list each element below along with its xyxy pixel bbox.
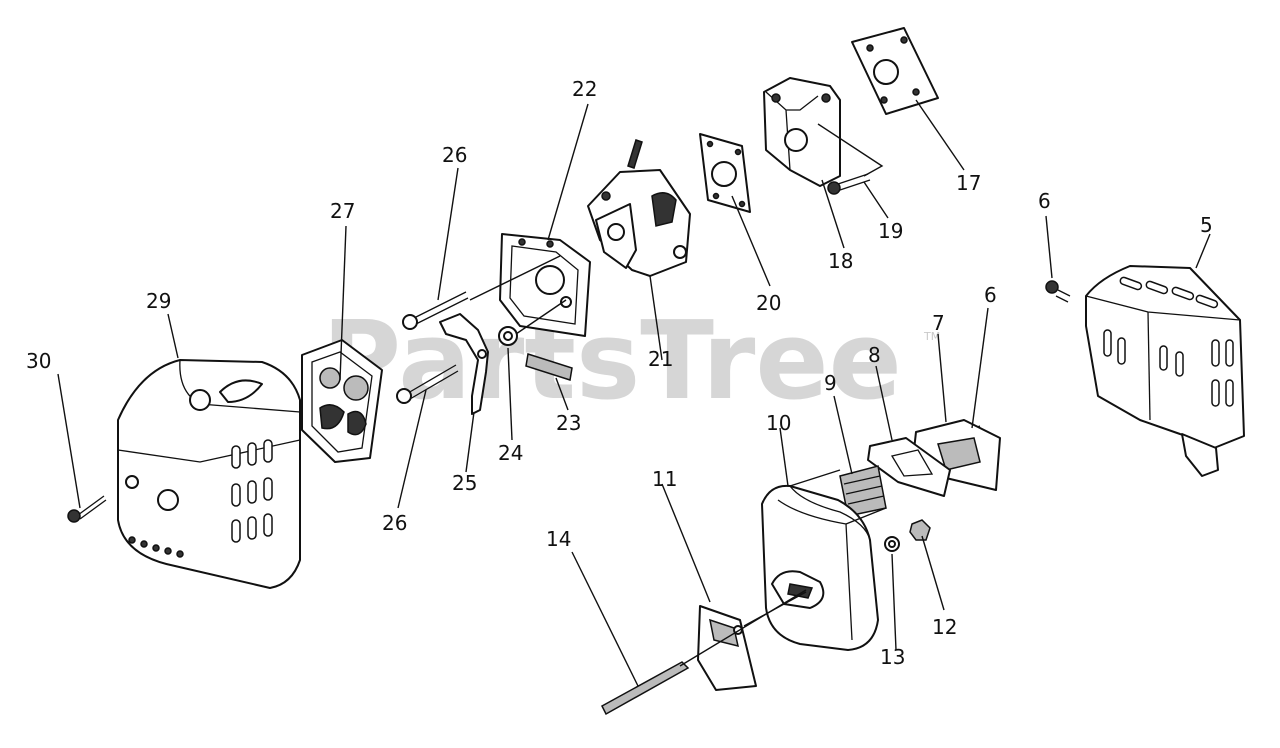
part-27-air-filter[interactable] — [301, 339, 383, 463]
part-24-washer[interactable] — [498, 326, 518, 346]
part-29-air-cleaner-cover[interactable] — [117, 359, 301, 589]
part-14-stud-bolt[interactable] — [601, 589, 807, 716]
label-8: 8 — [868, 343, 881, 367]
label-7: 7 — [932, 311, 945, 335]
part-26-bolt-upper[interactable] — [402, 291, 469, 330]
label-25: 25 — [452, 471, 477, 495]
part-21-carburetor[interactable] — [587, 139, 691, 277]
part-8-gasket[interactable] — [867, 437, 951, 497]
part-25-choke-lever[interactable] — [439, 313, 489, 415]
part-18-insulator[interactable] — [763, 77, 841, 187]
part-30-screw[interactable] — [67, 495, 107, 523]
label-20: 20 — [756, 291, 781, 315]
label-30: 30 — [26, 349, 51, 373]
part-22-air-cleaner-case[interactable] — [499, 233, 591, 337]
label-26-upper: 26 — [442, 143, 467, 167]
label-6-left: 6 — [984, 283, 997, 307]
part-26-bolt-lower[interactable] — [396, 364, 459, 404]
label-18: 18 — [828, 249, 853, 273]
label-22: 22 — [572, 77, 597, 101]
part-20-carburetor-gasket[interactable] — [699, 133, 751, 213]
label-13: 13 — [880, 645, 905, 669]
part-19-bolt[interactable] — [817, 123, 884, 195]
label-19: 19 — [878, 219, 903, 243]
label-29: 29 — [146, 289, 171, 313]
label-11: 11 — [652, 467, 677, 491]
label-6-right: 6 — [1038, 189, 1051, 213]
part-6-screw-right[interactable] — [1045, 280, 1071, 303]
part-13-washer[interactable] — [884, 536, 900, 552]
label-14: 14 — [546, 527, 571, 551]
callout-leaders — [57, 99, 1211, 687]
part-11-muffler-gasket[interactable] — [697, 605, 757, 691]
part-9-spark-screen[interactable] — [839, 465, 887, 517]
part-5-muffler-cover[interactable] — [1085, 265, 1245, 477]
part-labels: 30 29 27 26 22 21 20 18 19 17 6 5 6 7 8 … — [26, 77, 1213, 669]
label-27: 27 — [330, 199, 355, 223]
label-5: 5 — [1200, 213, 1213, 237]
label-10: 10 — [766, 411, 791, 435]
part-23-spring-pin[interactable] — [525, 353, 573, 381]
label-9: 9 — [824, 371, 837, 395]
label-17: 17 — [956, 171, 981, 195]
parts-tree-watermark: PartsTree — [322, 299, 902, 424]
assembly-leader-lines — [469, 255, 887, 525]
part-12-nut[interactable] — [909, 519, 931, 541]
part-17-gasket[interactable] — [851, 27, 939, 115]
label-26-lower: 26 — [382, 511, 407, 535]
watermark-trademark: TM — [923, 330, 940, 343]
part-7-muffler-plate[interactable] — [913, 419, 1001, 491]
label-12: 12 — [932, 615, 957, 639]
label-21: 21 — [648, 347, 673, 371]
label-24: 24 — [498, 441, 523, 465]
label-23: 23 — [556, 411, 581, 435]
part-10-muffler-body[interactable] — [761, 484, 879, 651]
